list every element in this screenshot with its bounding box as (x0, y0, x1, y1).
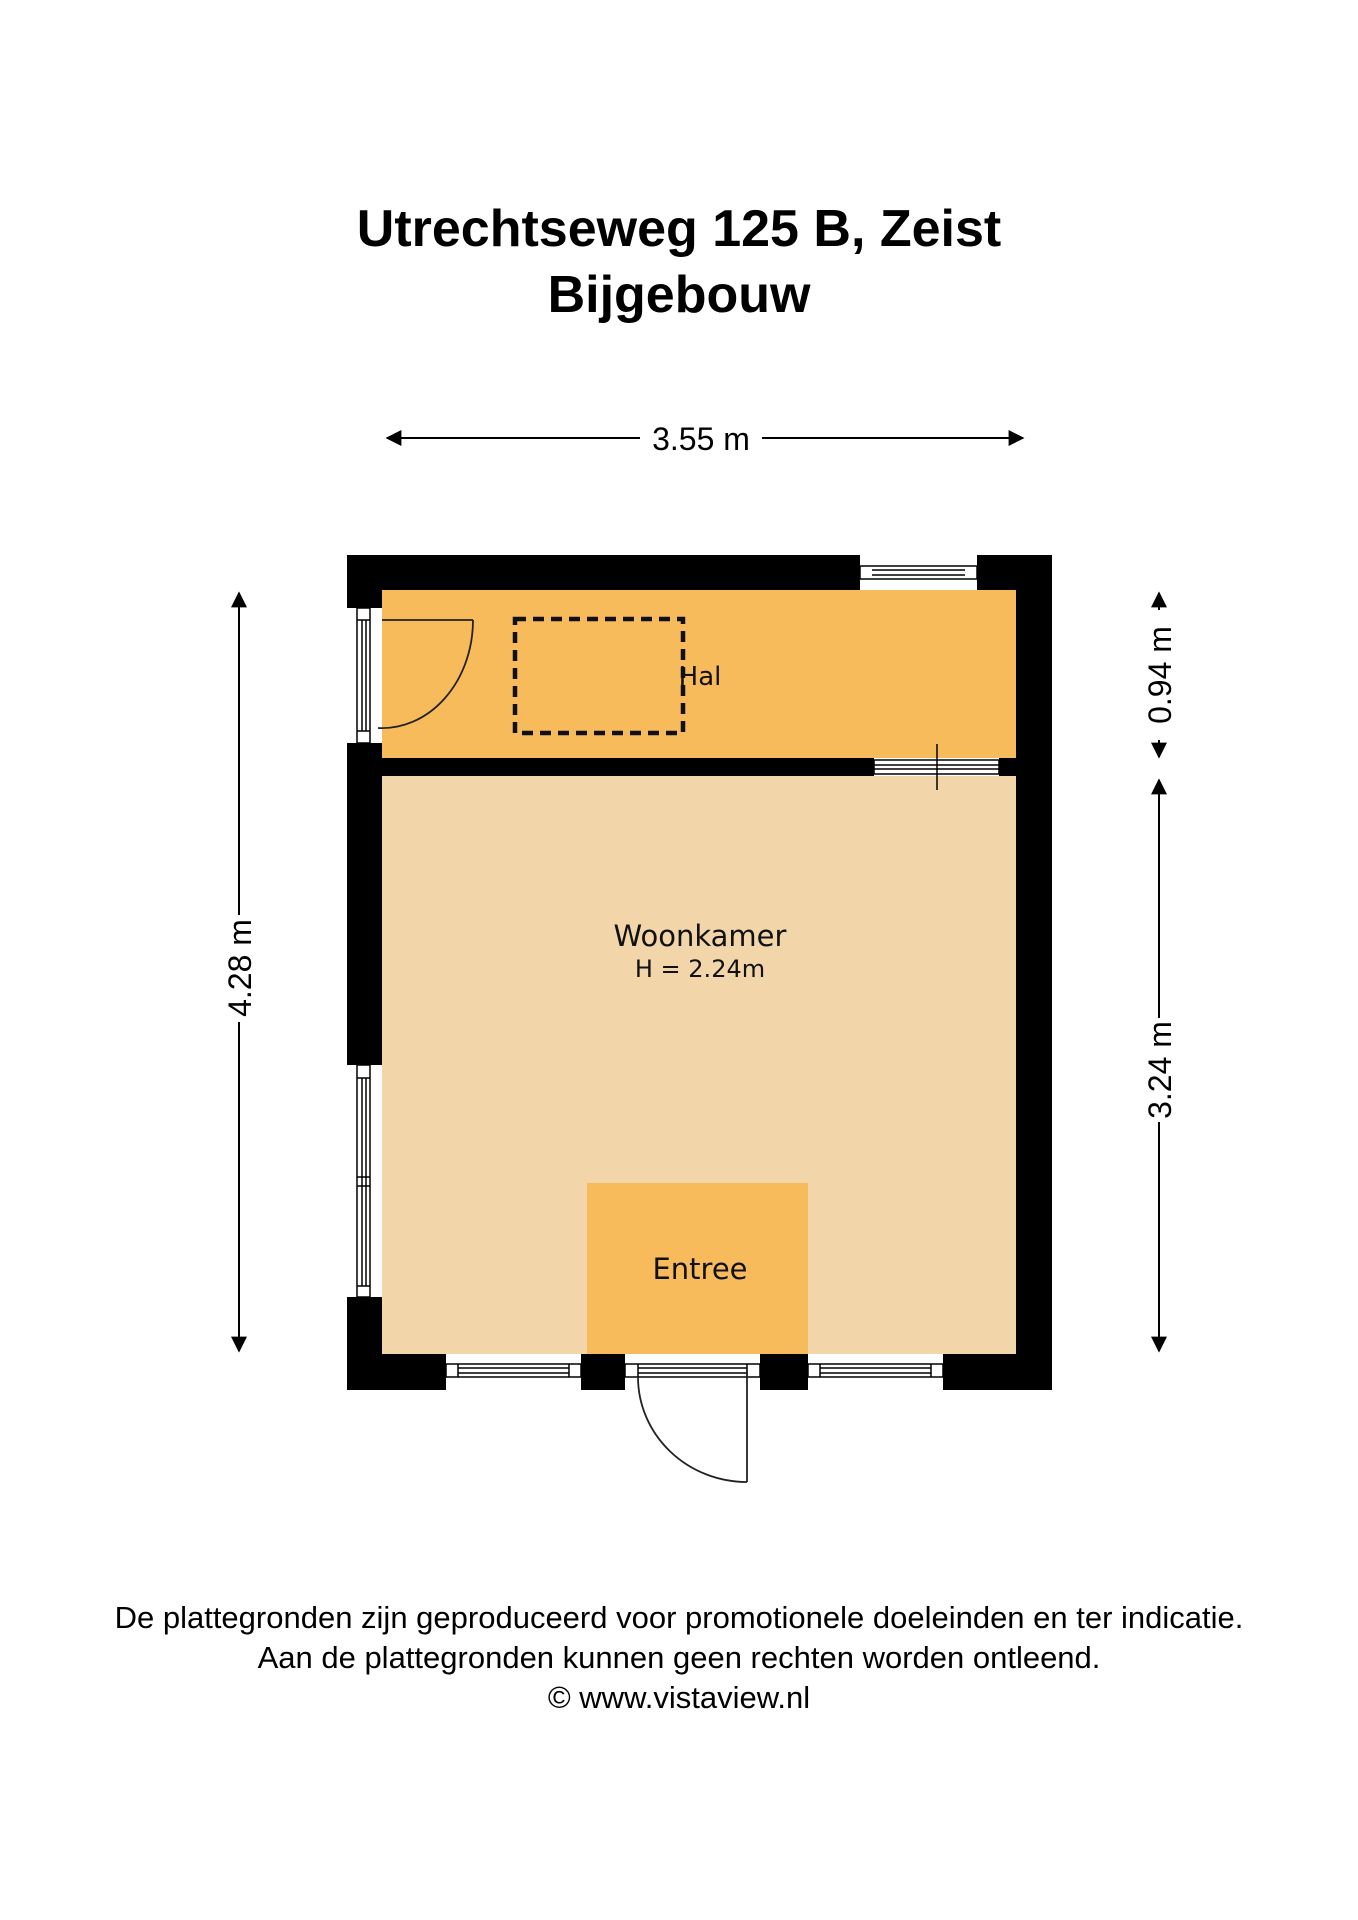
dimension-width-label: 3.55 m (652, 421, 750, 457)
floorplan-title: Utrechtseweg 125 B, Zeist (356, 200, 1002, 258)
dimension-woonkamer-height-label: 3.24 m (1142, 1021, 1178, 1119)
walls (347, 555, 1052, 1390)
window-left-hal (356, 607, 371, 744)
door-entree-swing (637, 1370, 748, 1483)
hal-dashed-outline (512, 616, 686, 736)
dimension-width: 3.55 m (385, 421, 1025, 457)
floorplan-subtitle: Bijgebouw (547, 266, 811, 324)
room-ceiling-height: H = 2.24m (635, 955, 765, 983)
window-inner (873, 744, 1000, 790)
dimension-total-height: 4.28 m (222, 591, 258, 1353)
dimension-total-height-label: 4.28 m (222, 919, 258, 1017)
disclaimer-line-2: Aan de plattegronden kunnen geen rechten… (257, 1640, 1101, 1675)
windows (356, 565, 1000, 1378)
dimension-woonkamer-height: 3.24 m (1142, 778, 1178, 1353)
window-bottom-left (445, 1363, 582, 1378)
disclaimer-line-1: De plattegronden zijn geproduceerd voor … (114, 1600, 1244, 1635)
room-label-hal: Hal (679, 662, 722, 692)
disclaimer: De plattegronden zijn geproduceerd voor … (0, 1598, 1358, 1718)
window-left-woonkamer (356, 1064, 371, 1298)
room-label-entree: Entree (652, 1252, 747, 1286)
room-label-woonkamer: Woonkamer (614, 919, 787, 953)
door-frame-entree (624, 1363, 761, 1378)
window-bottom-right (807, 1363, 944, 1378)
dimension-hal-height-label: 0.94 m (1142, 626, 1178, 724)
door-hal-swing (377, 619, 474, 729)
room-entree-floor (587, 1183, 808, 1354)
copyright-link[interactable]: © www.vistaview.nl (547, 1680, 811, 1715)
doors (377, 619, 748, 1483)
room-hal-floor (382, 590, 1016, 758)
window-top (859, 565, 978, 580)
dimension-hal-height: 0.94 m (1142, 591, 1178, 759)
